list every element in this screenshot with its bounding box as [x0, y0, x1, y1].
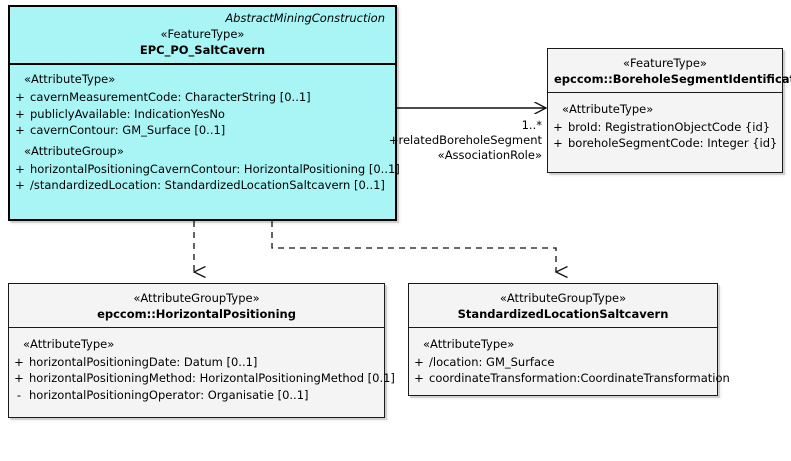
class-standardized-location-saltcavern[interactable]: «AttributeGroupType» StandardizedLocatio…: [408, 283, 730, 396]
class-stereotype: «FeatureType»: [623, 56, 707, 70]
association-stereotype: «AssociationRole»: [437, 147, 542, 162]
attribute-row: + coordinateTransformation:CoordinateTra…: [409, 370, 730, 387]
attribute-visibility: +: [15, 106, 25, 121]
attribute-row: + boreholeSegmentCode: Integer {id}: [548, 135, 782, 152]
attribute-row: + horizontalPositioningDate: Datum [0..1…: [9, 354, 384, 371]
class-horizontal-positioning[interactable]: «AttributeGroupType» epccom::HorizontalP…: [8, 283, 395, 418]
class-name: StandardizedLocationSaltcavern: [457, 306, 669, 321]
class-header-horizontal-positioning: «AttributeGroupType» epccom::HorizontalP…: [9, 284, 384, 328]
class-header-epc-po-saltcavern: AbstractMiningConstruction «FeatureType»…: [10, 7, 395, 64]
association-multiplicity: 1..*: [521, 118, 542, 132]
class-header-standardized-location-saltcavern: «AttributeGroupType» StandardizedLocatio…: [409, 284, 717, 328]
attribute-row: + /location: GM_Surface: [409, 354, 717, 371]
attribute-visibility: +: [15, 161, 25, 176]
attribute-text: cavernMeasurementCode: CharacterString […: [30, 90, 311, 105]
dependency-standardized-location: [271, 221, 556, 272]
attribute-group-stereotype: «AttributeType»: [24, 72, 116, 87]
attribute-text: horizontalPositioningOperator: Organisat…: [29, 388, 309, 403]
attribute-row: + horizontalPositioningMethod: Horizonta…: [9, 370, 395, 387]
attribute-row: + cavernMeasurementCode: CharacterString…: [10, 89, 395, 106]
attribute-row: + cavernContour: GM_Surface [0..1]: [10, 122, 395, 139]
attribute-row: - horizontalPositioningOperator: Organis…: [9, 387, 384, 404]
attribute-text: /standardizedLocation: StandardizedLocat…: [30, 178, 385, 193]
attribute-text: coordinateTransformation:CoordinateTrans…: [429, 371, 730, 386]
attribute-row: + broId: RegistrationObjectCode {id}: [548, 119, 782, 136]
class-epc-po-saltcavern[interactable]: AbstractMiningConstruction «FeatureType»…: [8, 5, 400, 221]
class-name: epccom::BoreholeSegmentIdentification: [554, 71, 791, 86]
class-header-borehole-segment-identification: «FeatureType» epccom::BoreholeSegmentIde…: [548, 49, 791, 93]
attribute-visibility: +: [414, 354, 424, 369]
header-divider: [409, 327, 717, 329]
class-stereotype: «AttributeGroupType»: [499, 291, 627, 305]
class-name: EPC_PO_SaltCavern: [139, 42, 266, 57]
attribute-text: cavernContour: GM_Surface [0..1]: [30, 123, 226, 138]
attribute-group-stereotype: «AttributeType»: [23, 337, 115, 352]
attribute-visibility: -: [16, 388, 22, 403]
attribute-visibility: +: [15, 90, 25, 105]
attribute-text: horizontalPositioningMethod: HorizontalP…: [29, 371, 395, 386]
class-stereotype: «AttributeGroupType»: [133, 291, 260, 305]
attribute-group-stereotype: «AttributeType»: [562, 102, 654, 117]
association-role-name: +relatedBoreholeSegment: [388, 132, 542, 147]
attribute-row: + horizontalPositioningCavernContour: Ho…: [10, 161, 400, 178]
attribute-row: + /standardizedLocation: StandardizedLoc…: [10, 177, 395, 194]
header-divider: [548, 92, 782, 94]
class-body-epc-po-saltcavern: «AttributeType» + cavernMeasurementCode:…: [10, 65, 400, 199]
attribute-visibility: +: [414, 371, 424, 386]
abstract-qualifier: AbstractMiningConstruction: [225, 11, 385, 25]
attribute-text: /location: GM_Surface: [429, 354, 555, 369]
attribute-text: horizontalPositioningCavernContour: Hori…: [30, 161, 400, 176]
attribute-visibility: +: [15, 178, 25, 193]
class-stereotype: «FeatureType»: [160, 27, 245, 42]
attribute-visibility: +: [15, 123, 25, 138]
attribute-text: horizontalPositioningDate: Datum [0..1]: [29, 354, 258, 369]
attribute-visibility: +: [553, 119, 563, 134]
class-body-standardized-location-saltcavern: «AttributeType» + /location: GM_Surface …: [409, 328, 730, 392]
class-body-horizontal-positioning: «AttributeType» + horizontalPositioningD…: [9, 328, 395, 408]
attribute-visibility: +: [14, 354, 24, 369]
attribute-visibility: +: [14, 371, 24, 386]
class-borehole-segment-identification[interactable]: «FeatureType» epccom::BoreholeSegmentIde…: [547, 48, 791, 173]
attribute-group-stereotype: «AttributeType»: [423, 337, 515, 352]
attribute-text: broId: RegistrationObjectCode {id}: [568, 119, 771, 134]
class-body-borehole-segment-identification: «AttributeType» + broId: RegistrationObj…: [548, 93, 782, 157]
header-divider: [9, 327, 384, 329]
header-divider: [10, 63, 395, 66]
attribute-text: boreholeSegmentCode: Integer {id}: [568, 136, 778, 151]
attribute-row: + publiclyAvailable: IndicationYesNo: [10, 106, 395, 123]
association-end-label: 1..* +relatedBoreholeSegment «Associatio…: [330, 118, 542, 163]
attribute-visibility: +: [553, 136, 563, 151]
attribute-group-stereotype: «AttributeGroup»: [24, 144, 124, 159]
class-name: epccom::HorizontalPositioning: [97, 306, 296, 321]
attribute-text: publiclyAvailable: IndicationYesNo: [30, 106, 225, 121]
